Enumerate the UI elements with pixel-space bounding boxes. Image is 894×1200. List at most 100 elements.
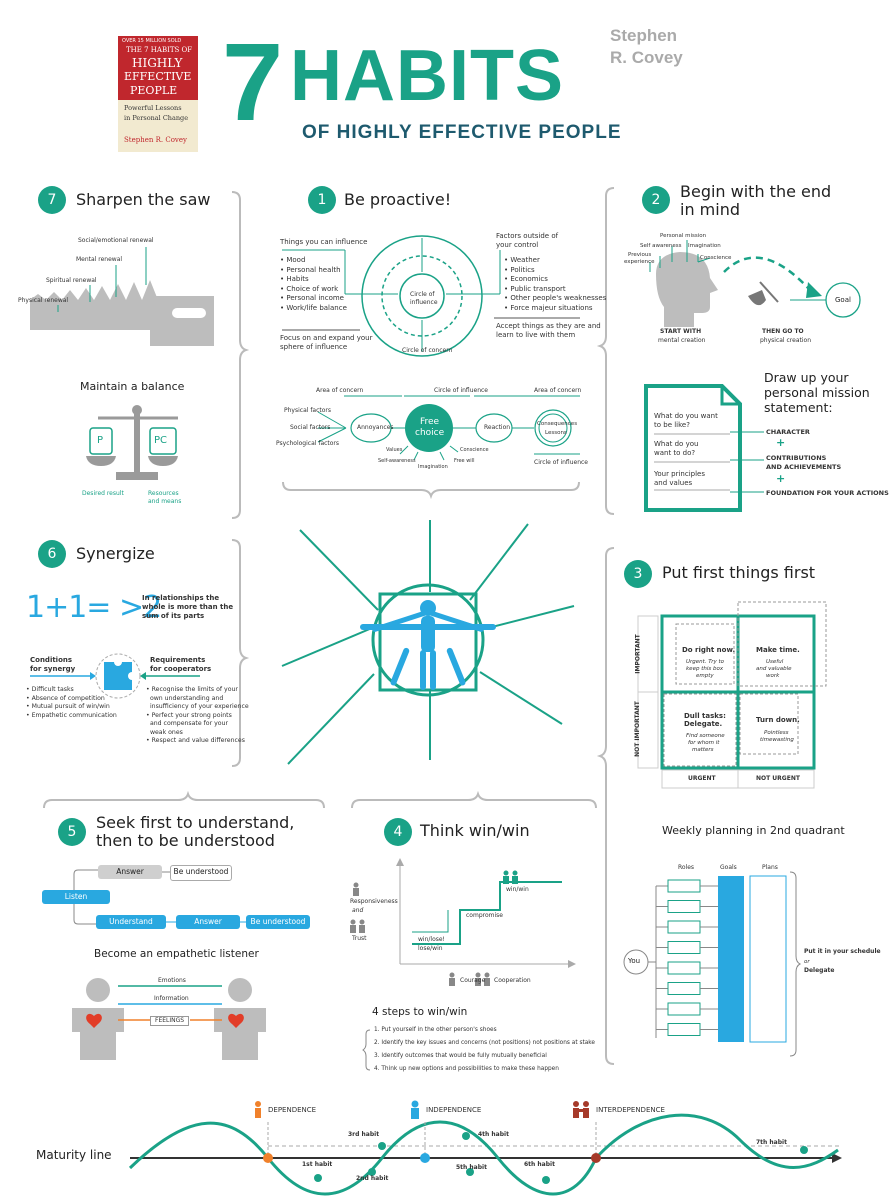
dependence-person-icon <box>255 1101 261 1118</box>
mission-q1-a: What do you want <box>654 412 718 420</box>
imagination-label: Imagination <box>418 464 448 470</box>
step-item: 1. Put yourself in the other person's sh… <box>374 1027 497 1033</box>
emotions-label: Emotions <box>158 977 186 984</box>
planner-role-box <box>667 1002 701 1016</box>
outside-item: Other people's weaknesses <box>504 294 606 304</box>
requirement-line: • Recognise the limits of your <box>146 686 238 693</box>
header-subtitle: OF HIGHLY EFFECTIVE PEOPLE <box>302 122 622 143</box>
draw-up-1: Draw up your <box>764 370 849 385</box>
goals-label: Goals <box>720 864 737 871</box>
weekly-planning-title: Weekly planning in 2nd quadrant <box>662 824 845 837</box>
draw-up-2: personal mission <box>764 385 870 400</box>
habit-1-title: Be proactive! <box>344 190 452 209</box>
cooperation-label: Cooperation <box>494 977 531 984</box>
foundation-label: FOUNDATION FOR YOUR ACTIONS <box>766 489 889 497</box>
answer-pill-2: Answer <box>176 915 240 929</box>
focus-line-1: Focus on and expand your <box>280 334 373 342</box>
q4-sub-1: Pointless <box>764 730 789 736</box>
q4-title: Turn down. <box>756 716 800 724</box>
header-author-2: R. Covey <box>610 48 683 67</box>
outside-title-2: your control <box>496 241 539 249</box>
draw-up-3: statement: <box>764 400 833 415</box>
not-urgent-label: NOT URGENT <box>756 775 800 782</box>
winwin-people-icon <box>503 870 518 884</box>
mental-creation-label: mental creation <box>658 337 706 344</box>
q1-title: Do right now. <box>682 646 736 654</box>
scale-p-label: P <box>97 435 104 446</box>
book-title-2: HIGHLY <box>132 56 183 70</box>
requirement-line: own understanding and <box>149 694 224 702</box>
q3-sub-1: Find someone <box>686 733 725 739</box>
requirements-title-2: for cooperators <box>150 665 212 673</box>
scales-graphic <box>86 405 178 480</box>
step-item: 4. Think up new options and possibilitie… <box>374 1066 559 1072</box>
q2-sub-2: and valuable <box>756 666 792 672</box>
steps-bracket <box>362 1029 371 1071</box>
responsiveness-label: Responsiveness <box>350 898 398 905</box>
planner-role-box <box>667 941 701 954</box>
outside-title-1: Factors outside of <box>496 232 559 240</box>
head-graphic <box>649 240 861 327</box>
understand-pill: Understand <box>96 915 166 929</box>
influence-item: Work/life balance <box>280 304 347 314</box>
mission-q2-a: What do you <box>654 440 699 448</box>
independence-person-icon <box>411 1100 419 1119</box>
label-imagination: Imagination <box>688 243 721 249</box>
empathetic-title: Become an empathetic listener <box>94 948 259 960</box>
planner-role-box <box>667 920 701 934</box>
label-previous: Previous <box>628 252 652 258</box>
outside-item: Economics <box>504 275 606 285</box>
circle-of-concern-graphic <box>282 235 580 357</box>
planner-role-box <box>667 879 701 893</box>
q3-title-2: Delegate. <box>684 720 723 728</box>
q3-sub-3: matters <box>692 747 714 753</box>
influence-item: Personal income <box>280 294 347 304</box>
bracket-h3 <box>596 547 615 1065</box>
bracket-h2 <box>596 187 615 515</box>
requirement-line: insufficiency of your experience <box>149 703 249 710</box>
planner-role-box <box>667 900 701 913</box>
habit-7-number: 7 <box>38 186 66 214</box>
responsiveness-person-icon <box>350 882 490 986</box>
requirement-line: • Perfect your strong points <box>146 711 232 719</box>
delegate-label: Delegate <box>804 967 835 974</box>
resources-label-2: and means <box>148 498 182 505</box>
area-concern-label: Area of concern <box>316 387 364 394</box>
roles-label: Roles <box>678 864 695 871</box>
saw-label-physical: Physical renewal <box>18 297 69 304</box>
listen-flow <box>73 869 246 925</box>
independence-label: INDEPENDENCE <box>426 1106 482 1114</box>
and-label: and <box>352 907 364 914</box>
habit-1-number: 1 <box>308 186 336 214</box>
habit-5-title-2: then to be understood <box>96 831 275 850</box>
book-title-1: THE 7 HABITS OF <box>126 46 193 54</box>
mission-q2-b: want to do? <box>654 449 696 457</box>
requirements-title-1: Requirements <box>150 656 206 664</box>
bracket-h5 <box>43 790 325 809</box>
saw-label-mental: Mental renewal <box>76 256 123 263</box>
weekly-planner <box>623 871 802 1057</box>
book-title-4: PEOPLE <box>130 84 178 97</box>
q4-sub-2: timewasting <box>760 737 794 743</box>
requirement-line: weak ones <box>149 728 183 736</box>
influence-title: Things you can influence <box>280 238 368 246</box>
influence-list: Mood Personal health Habits Choice of wo… <box>280 256 347 313</box>
circle-influence-label-2: influence <box>410 299 438 306</box>
condition-item: Empathetic communication <box>26 712 117 721</box>
accept-line-1: Accept things as they are and <box>496 322 601 330</box>
mission-document <box>644 384 764 512</box>
habit-7-marker: 7th habit <box>756 1139 787 1146</box>
not-important-label: NOT IMPORTANT <box>633 701 641 757</box>
label-self-awareness: Self awareness <box>640 243 682 249</box>
be-understood-pill-2: Be understood <box>246 915 310 929</box>
q1-sub-3: empty <box>696 673 714 679</box>
vitruvian-graphic <box>281 520 575 765</box>
habit-2-number: 2 <box>642 186 670 214</box>
habit-2-title-2: in mind <box>680 200 740 219</box>
habit-2-marker: 2nd habit <box>356 1175 389 1182</box>
conditions-title-2: for synergy <box>30 665 76 673</box>
requirement-line: and compensate for your <box>149 720 229 727</box>
mission-q3-a: Your principles <box>654 470 706 478</box>
plans-label: Plans <box>762 864 778 871</box>
